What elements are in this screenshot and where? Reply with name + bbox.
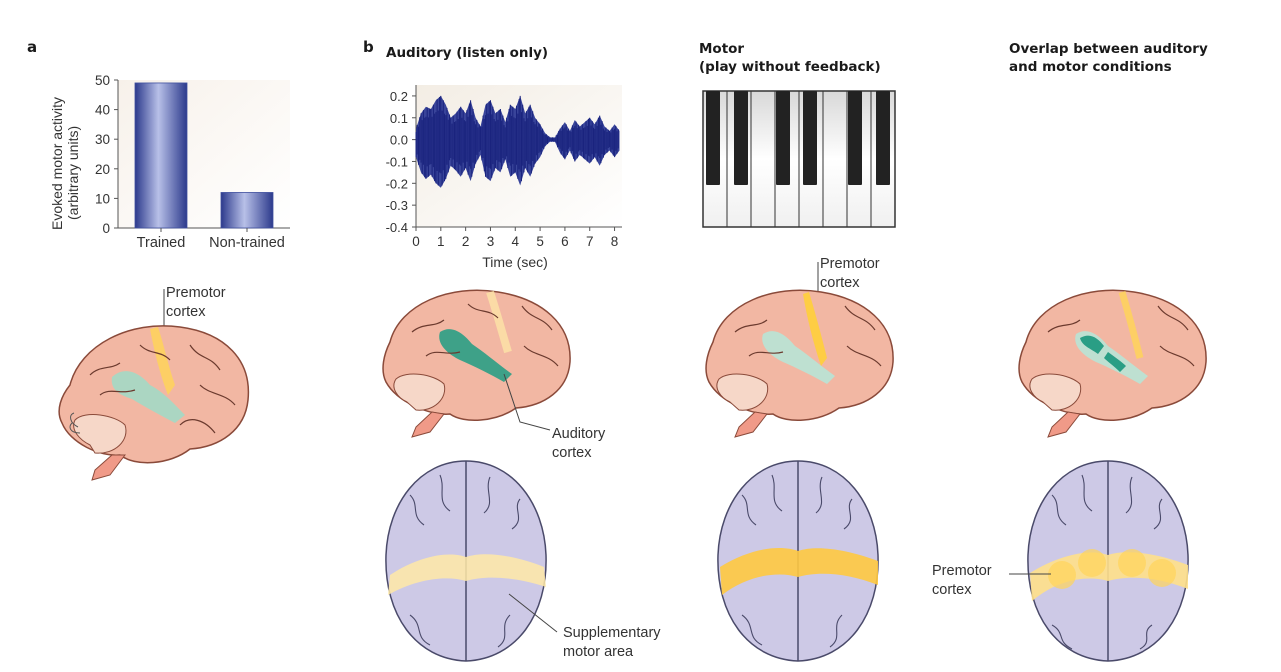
wave-x-tick-label: 3 (487, 234, 495, 249)
panel-b-label: b (363, 38, 374, 56)
wave-y-tick-label: -0.1 (386, 154, 408, 169)
auditory-cortex-label: Auditory cortex (552, 425, 605, 463)
y-axis-title-line1: Evoked motor activity (49, 97, 65, 230)
brain-lateral-a (58, 325, 250, 481)
motor-premotor-label: Premotor cortex (820, 255, 880, 293)
bar-y-tick-label: 20 (95, 162, 110, 177)
waveform-texture (415, 95, 619, 186)
wave-x-tick-label: 4 (512, 234, 520, 249)
wave-x-tick-label: 5 (536, 234, 544, 249)
waveform-x-axis-title: Time (sec) (482, 254, 548, 270)
wave-x-tick-label: 6 (561, 234, 569, 249)
brain-top-auditory-drawing (385, 460, 547, 662)
brain-top-motor (717, 460, 879, 662)
piano-white-keys (702, 90, 896, 228)
overlap-title-line2: and motor conditions (1009, 59, 1172, 75)
bar-non-trained (220, 192, 274, 229)
bar-trained (134, 82, 188, 229)
wave-x-tick-label: 8 (611, 234, 619, 249)
overlap-title: Overlap between auditory and motor condi… (1009, 40, 1208, 76)
piano-keyboard (702, 90, 896, 228)
bar-category-label: Trained (137, 235, 186, 251)
overlap-premotor-label: Premotor cortex (932, 562, 992, 600)
motor-premotor-line1: Premotor (820, 256, 880, 272)
premotor-label-a-line2: cortex (166, 304, 206, 320)
waveform-chart: 0.2 0.1 0.0 -0.1 -0.2 -0.3 -0.4 0 1 2 3 4 5 6 7 8 Time … (386, 85, 622, 270)
brain-top-motor-drawing (717, 460, 879, 662)
bar-y-tick-label: 10 (95, 191, 110, 206)
sma-line2: motor area (563, 644, 634, 660)
panel-a-label: a (27, 38, 38, 56)
brain-lateral-auditory-drawing (382, 289, 571, 438)
bar-y-tick-label: 50 (95, 73, 110, 88)
wave-y-tick-label: 0.2 (390, 89, 408, 104)
sma-leader (508, 593, 558, 633)
wave-x-tick-label: 0 (412, 234, 420, 249)
y-axis-title-line2: (arbitrary units) (65, 126, 81, 220)
sma-label: Supplementary motor area (563, 624, 661, 662)
motor-title-line2: (play without feedback) (699, 59, 881, 75)
overlap-premotor-line1: Premotor (932, 563, 992, 579)
wave-x-tick-label: 2 (462, 234, 470, 249)
premotor-label-a: Premotor cortex (166, 284, 226, 322)
piano-black-keys (706, 91, 890, 185)
wave-y-tick-label: 0.1 (390, 111, 408, 126)
brain-top-overlap (1027, 460, 1189, 662)
bar-y-tick-label: 0 (102, 221, 110, 236)
wave-y-tick-label: -0.2 (386, 176, 408, 191)
brain-lateral-overlap (1018, 289, 1207, 438)
sma-line1: Supplementary (563, 625, 661, 641)
brain-lateral-drawing (58, 325, 250, 481)
motor-premotor-line2: cortex (820, 275, 860, 291)
wave-x-tick-label: 7 (586, 234, 594, 249)
wave-y-tick-label: -0.3 (386, 198, 408, 213)
brain-lateral-motor-drawing (705, 289, 894, 438)
brain-lateral-overlap-drawing (1018, 289, 1207, 438)
brain-lateral-auditory (382, 289, 571, 438)
motor-title: Motor (play without feedback) (699, 40, 881, 76)
bar-y-tick-label: 40 (95, 103, 110, 118)
wave-y-tick-label: -0.4 (386, 220, 408, 235)
wave-x-tick-label: 1 (437, 234, 445, 249)
auditory-cortex-line1: Auditory (552, 426, 606, 442)
brain-top-auditory (385, 460, 547, 662)
motor-title-line1: Motor (699, 41, 745, 57)
auditory-title: Auditory (listen only) (386, 45, 549, 61)
wave-y-tick-label: 0.0 (390, 133, 408, 148)
auditory-cortex-leader (503, 373, 551, 431)
bar-y-tick-label: 30 (95, 132, 110, 147)
overlap-premotor-line2: cortex (932, 582, 972, 598)
brain-lateral-motor (705, 289, 894, 438)
premotor-label-a-line1: Premotor (166, 285, 226, 301)
bar-category-label: Non-trained (209, 235, 285, 251)
auditory-cortex-line2: cortex (552, 445, 592, 461)
overlap-title-line1: Overlap between auditory (1009, 41, 1208, 57)
overlap-premotor-leader (1009, 573, 1051, 575)
brain-top-overlap-drawing (1027, 460, 1189, 662)
